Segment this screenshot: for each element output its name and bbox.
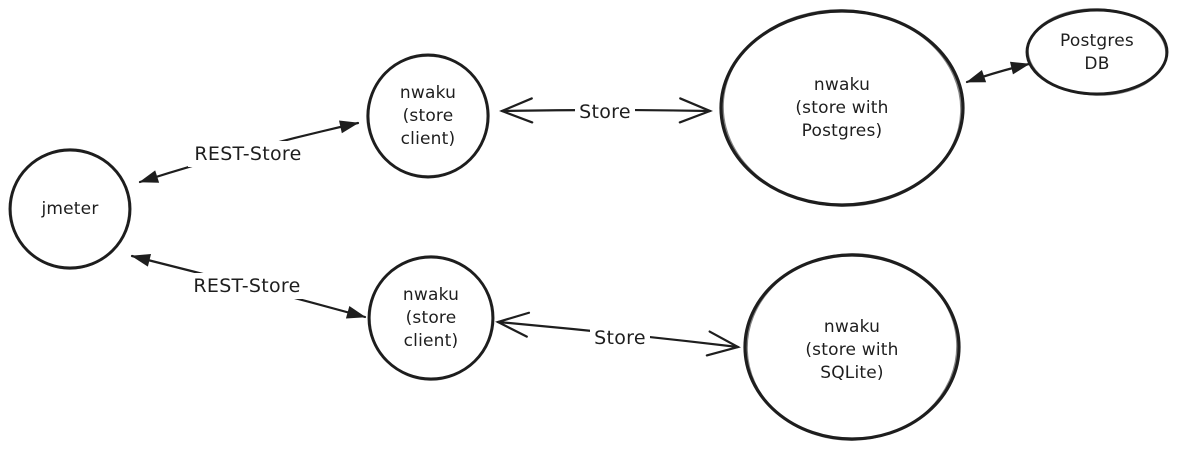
store-client-circle — [367, 255, 495, 381]
node-postgres-db: Postgres DB — [1025, 8, 1169, 96]
node-label-line: nwaku — [400, 83, 456, 103]
arrow-label-background — [575, 99, 635, 125]
node-label-line: (store with — [805, 340, 898, 360]
jmeter-circle — [8, 148, 132, 270]
arrow-store-bottom: Store — [495, 311, 741, 357]
arrow-label-background — [188, 141, 308, 167]
node-label-line: client) — [401, 129, 456, 149]
node-label-line: Postgres) — [802, 121, 883, 141]
store-client-circle-sketch-stroke — [366, 55, 490, 177]
arrow-rest-store-top: REST-Store — [138, 120, 360, 184]
node-label-line: Postgres — [1060, 31, 1134, 51]
node-jmeter: jmeter — [8, 148, 132, 270]
node-label-line: nwaku — [814, 75, 870, 95]
jmeter-circle-sketch-stroke — [10, 148, 130, 270]
node-label-line: DB — [1084, 54, 1109, 74]
arrow-label-background — [187, 273, 307, 299]
arrow-label: Store — [594, 327, 646, 349]
node-nwaku-store-postgres: nwaku (store with Postgres) — [719, 9, 965, 207]
postgres-db-ellipse — [1025, 8, 1169, 96]
node-label-line: nwaku — [824, 317, 880, 337]
node-label-line: (store with — [795, 98, 888, 118]
arrow-store-top: Store — [499, 97, 713, 125]
arrow-shaft — [965, 61, 1031, 84]
store-client-circle — [366, 53, 490, 179]
node-label-line: (store — [403, 106, 454, 126]
store-client-circle-sketch-stroke — [369, 255, 493, 381]
postgres-db-ellipse-sketch-stroke — [1027, 8, 1167, 96]
node-label-line: client) — [404, 331, 459, 351]
node-nwaku-store-sqlite: nwaku (store with SQLite) — [743, 253, 961, 441]
node-label-line: jmeter — [40, 199, 98, 219]
node-nwaku-store-client-bottom: nwaku (store client) — [367, 255, 495, 381]
store-sqlite-circle-sketch-stroke — [746, 253, 958, 441]
node-label-line: SQLite) — [820, 363, 884, 383]
node-label-line: (store — [406, 308, 457, 328]
arrow-label: Store — [579, 101, 631, 123]
arrow-label: REST-Store — [193, 275, 300, 297]
node-nwaku-store-client-top: nwaku (store client) — [366, 53, 490, 179]
node-label-line: nwaku — [403, 285, 459, 305]
arrow-label: REST-Store — [194, 143, 301, 165]
arrow-label-background — [590, 325, 650, 351]
arrow-postgres-db-link — [965, 61, 1031, 84]
store-postgres-circle — [719, 9, 965, 207]
arrow-rest-store-bottom: REST-Store — [130, 254, 367, 319]
store-postgres-circle-sketch-stroke — [722, 9, 962, 207]
store-sqlite-circle — [743, 253, 961, 441]
